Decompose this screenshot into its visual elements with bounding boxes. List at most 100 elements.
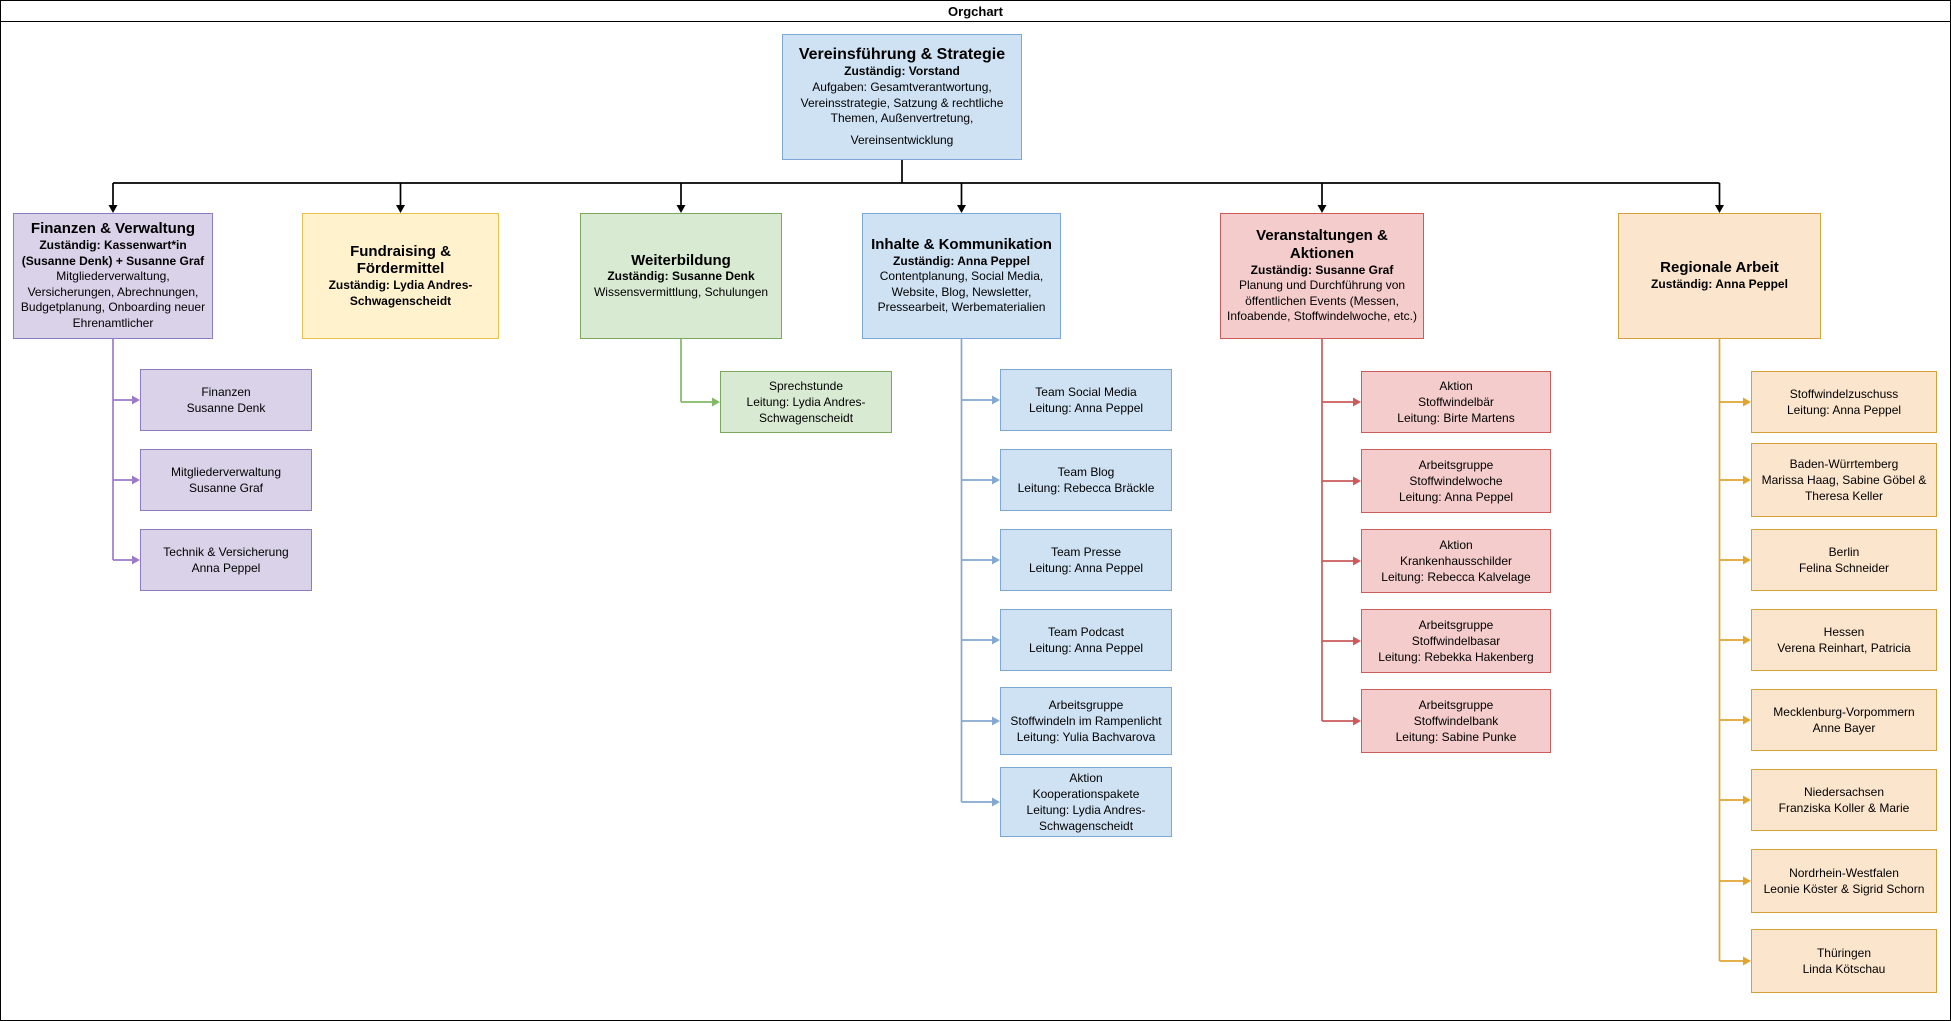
node-title: Regionale Arbeit: [1660, 259, 1779, 277]
node-line-1: Stoffwindelbank: [1413, 713, 1499, 728]
arrowhead-right-icon: [992, 635, 1000, 645]
node-line-0: Arbeitsgruppe: [1418, 617, 1494, 632]
node-lead: Zuständig: Anna Peppel: [893, 253, 1030, 268]
node-line-0: Niedersachsen: [1803, 784, 1885, 799]
arrowhead-right-icon: [132, 475, 140, 485]
node-line-0: Team Podcast: [1047, 624, 1125, 639]
node-title: Fundraising & Fördermittel: [350, 242, 451, 278]
node-line-2: Leitung: Rebecca Kalvelage: [1381, 570, 1531, 585]
node-body-0: Contentplanung, Social Media, Website, B…: [877, 269, 1046, 315]
arrowhead-down-icon: [396, 205, 405, 213]
node-line-0: Hessen: [1823, 624, 1865, 639]
node-line-1: Susanne Denk: [186, 401, 266, 415]
node-line-2: Leitung: Sabine Punke: [1395, 730, 1517, 745]
node-title: Weiterbildung: [631, 251, 731, 269]
node-body-1: Vereinsentwicklung: [850, 132, 954, 147]
node-line-1: Anne Bayer: [1812, 721, 1876, 735]
arrowhead-right-icon: [992, 475, 1000, 485]
arrowhead-right-icon: [1743, 555, 1751, 565]
node-line-0: Arbeitsgruppe: [1418, 697, 1494, 712]
arrowhead-down-icon: [108, 205, 118, 213]
arrowhead-right-icon: [132, 555, 140, 565]
node-title: Inhalte & Kommunikation: [871, 235, 1052, 253]
node-line-2: Leitung: Anna Peppel: [1398, 490, 1514, 505]
arrowhead-right-icon: [1743, 715, 1751, 725]
arrowhead-down-icon: [1317, 205, 1327, 213]
arrowhead-right-icon: [1353, 716, 1361, 726]
node-line-1: Verena Reinhart, Patricia: [1777, 641, 1911, 655]
node-body-0: Wissensvermittlung, Schulungen: [593, 284, 769, 299]
arrowhead-right-icon: [992, 716, 1000, 726]
node-line-2: Leitung: Birte Martens: [1397, 411, 1515, 426]
node-line-1: Krankenhausschilder: [1399, 553, 1513, 568]
node-line-0: Aktion: [1439, 537, 1473, 552]
node-line-1: Leitung: Rebecca Bräckle: [1017, 481, 1155, 495]
node-line-1: Franziska Koller & Marie: [1778, 801, 1910, 815]
node-line-1: Leitung: Lydia Andres-: [746, 394, 866, 409]
node-line-0: Arbeitsgruppe: [1048, 697, 1124, 712]
arrowhead-right-icon: [1353, 636, 1361, 646]
node-line-1: Marissa Haag, Sabine Göbel &: [1761, 472, 1927, 487]
node-title: Veranstaltungen & Aktionen: [1256, 227, 1388, 262]
node-line-0: Stoffwindelzuschuss: [1789, 386, 1899, 401]
node-line-0: Aktion: [1439, 378, 1473, 393]
node-line-0: Berlin: [1828, 544, 1860, 559]
node-line-0: Baden-Würrtemberg: [1789, 456, 1899, 471]
node-line-1: Leitung: Anna Peppel: [1028, 641, 1144, 655]
node-line-0: Technik & Versicherung: [163, 544, 289, 559]
arrowhead-right-icon: [1743, 475, 1751, 485]
arrowhead-down-icon: [957, 205, 966, 213]
arrowhead-down-icon: [1715, 205, 1724, 213]
node-line-1: Stoffwindelbasar: [1411, 633, 1501, 648]
arrowhead-right-icon: [1353, 397, 1361, 407]
node-line-0: Finanzen: [201, 384, 251, 399]
node-line-1: Stoffwindelbär: [1418, 394, 1494, 409]
node-line-0: Thüringen: [1816, 945, 1872, 960]
arrowhead-right-icon: [992, 555, 1000, 565]
node-line-0: Sprechstunde: [768, 378, 844, 393]
arrowhead-right-icon: [1743, 397, 1751, 407]
window-titlebar: Orgchart: [1, 1, 1950, 22]
node-line-1: Kooperationspakete: [1032, 786, 1140, 801]
arrowhead-right-icon: [1353, 556, 1361, 566]
node-line-1: Leitung: Anna Peppel: [1786, 403, 1902, 417]
node-line-1: Leitung: Anna Peppel: [1028, 401, 1144, 415]
node-line-2: Leitung: Rebekka Hakenberg: [1378, 650, 1534, 665]
node-line-0: Team Presse: [1050, 544, 1122, 559]
node-line-1: Susanne Graf: [188, 481, 264, 495]
arrowhead-down-icon: [676, 205, 686, 213]
node-body-0: Aufgaben: Gesamtverantwortung, Vereinsst…: [800, 80, 1004, 126]
node-lead: Zuständig: Anna Peppel: [1651, 277, 1788, 292]
